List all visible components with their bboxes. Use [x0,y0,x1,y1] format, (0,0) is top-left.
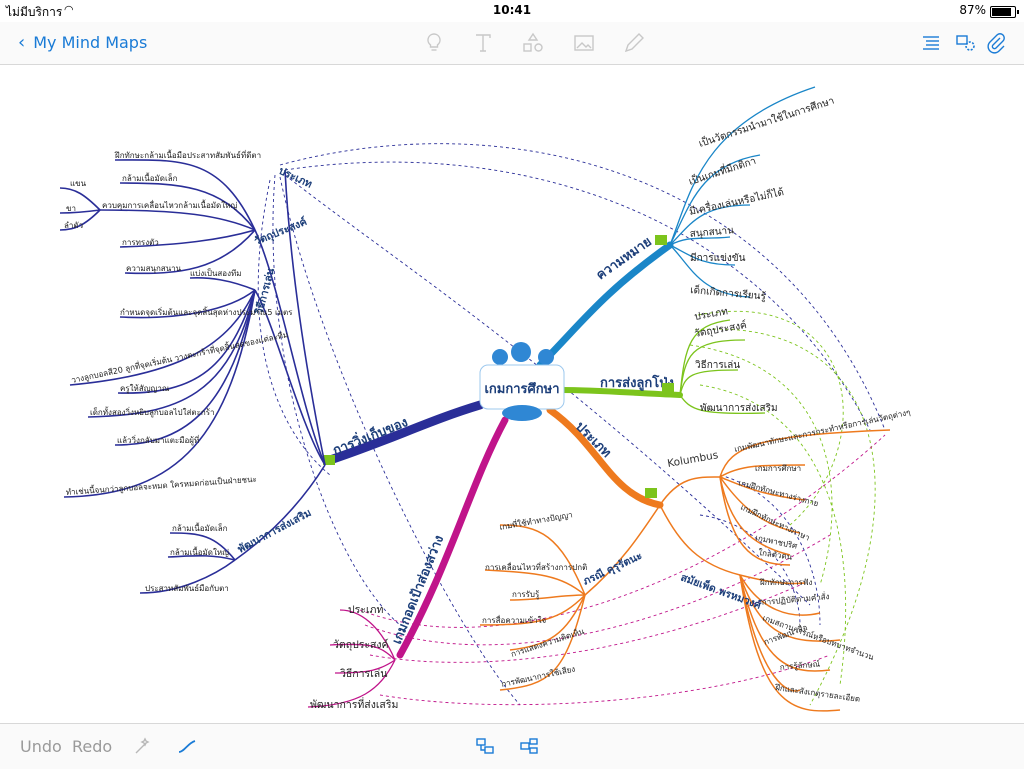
promotion-item: พัฒนาการส่งเสริม [700,403,778,414]
back-label: My Mind Maps [33,33,148,52]
promotion-item: วิธีการเล่น [695,359,741,371]
columbus-item: เกมการศึกษา [755,464,801,473]
clock: 10:41 [492,3,532,17]
branch-promotion[interactable]: การส่งลูกโป่ง ประเภท วัตถุประสงค์ วิธีกา… [600,306,778,415]
chevron-left-icon: ‹ [18,32,26,53]
walk-item: วัตถุประสงค์ [333,638,389,651]
center-node[interactable]: เกมการศึกษา [479,342,565,421]
center-label: เกมการศึกษา [484,381,559,397]
branch-types[interactable]: ประเภท Kolumbus สมัยเ [479,408,911,712]
navigation-bar: ‹ My Mind Maps [0,22,1024,65]
method-item: วางลูกบอลสี20 ลูกที่จุดเริ่มต้น วางตะกร้… [70,328,289,386]
outline-icon[interactable] [919,31,943,55]
walk-item: วิธีการเล่น [340,667,388,680]
branch-label: เกมกอดเป้าส่องสว่าง [389,533,447,647]
note-icon [323,455,335,465]
note-icon [655,235,667,245]
bhatra-node: ภรณี คุรุรัตนะ [581,549,645,589]
branch-label: การส่งลูกโป่ง [600,374,674,391]
branch-meaning[interactable]: ความหมาย เป็นวัตกรรมนำมาใช้ในการศึกษา เป… [594,86,836,303]
bhatra-item: การสื่อความเข้าใจ [482,614,547,625]
wifi-icon: ◠ [64,3,74,16]
objective-item: การทรงตัว [122,238,159,247]
settings-icon[interactable] [954,31,978,55]
collect-sub: พัฒนาการส่งเสริม [236,507,314,556]
bhatra-item: เกมที่ใช้ทำทางปัญญา [498,508,573,532]
develop-item: ประสาทสัมพันธ์มือกับตา [145,583,229,593]
objective-item: ควบคุมการเคลื่อนไหวกล้ามเนื้อมัดใหญ่ [102,199,237,210]
bottom-toolbar: Undo Redo [0,723,1024,769]
branch-collect[interactable]: การวิ่งเก็บของ ประเภ [59,149,410,594]
collect-sub: ประเภท [277,165,314,191]
objective-leaf: แขน [70,179,87,188]
battery-icon [990,6,1019,18]
columbus-item: เกมฝึกทักษะทางร่างกาย [737,478,819,508]
branch-walk[interactable]: เกมกอดเป้าส่องสว่าง ประเภท วัตถุประสงค์ … [307,533,447,711]
objective-item: ฝึกทักษะกล้ามเนื้อมือประสาทสัมพันธ์ที่ดี… [114,149,261,160]
bhatra-item: การพัฒนาการใช้เสียง [501,664,577,688]
redo-button[interactable]: Redo [72,737,113,756]
magic-wand-icon[interactable] [132,735,154,757]
pencil-icon[interactable] [622,31,646,55]
meaning-item: สนุกสนาน [689,225,734,240]
meaning-item: มีการแข่งขัน [690,252,746,264]
carrier-label: ไม่มีบริการ [6,5,63,19]
paperclip-icon[interactable] [984,31,1008,55]
note-icon [662,383,674,393]
branch-label: ความหมาย [594,234,655,283]
add-subtopic-icon[interactable] [474,735,496,757]
method-item: เด็กทั้งสองวิ่งหยิบลูกบอลไปใส่ตะกร้า [90,406,215,418]
lightbulb-icon[interactable] [422,31,446,55]
image-icon[interactable] [572,31,596,55]
method-item: ครูให้สัญญาณ [120,384,170,394]
method-item: แบ่งเป็นสองทีม [190,268,242,278]
undo-button[interactable]: Undo [20,737,62,756]
mind-map-canvas[interactable]: เกมการศึกษา ความหมาย เป็นวัตกรรมนำมาใช้ใ… [0,65,1024,723]
saiyud-item: ฝึกทักษะการฟัง [759,578,813,587]
objective-leaf: ลำตัว [64,221,83,230]
bhatra-item: การรับรู้ [512,590,540,600]
walk-item: ประเภท [348,604,383,616]
objective-item: ความสนุกสนาน [126,264,182,273]
objective-leaf: ขา [66,204,76,213]
bhatra-item: การแสดงความคิดเห็น [510,626,586,659]
note-icon [645,488,657,498]
method-item: แล้ววิ่งกลับมาแตะมือผู้ที่ [117,434,199,446]
collect-sub: วัตถุประสงค์ [252,215,309,249]
objective-item: กล้ามเนื้อมัดเล็ก [122,172,178,183]
status-bar: ไม่มีบริการ ◠ 10:41 87% [0,0,1024,22]
battery-percent: 87% [959,3,986,17]
columbus-node: Kolumbus [666,449,719,470]
add-topic-icon[interactable] [518,735,540,757]
develop-item: กล้ามเนื้อมัดเล็ก [172,522,228,533]
saiyud-item: การปฏิบัติตามคำสั่ง [761,590,830,607]
develop-item: กล้ามเนื้อมัดใหญ่ [170,546,229,557]
bhatra-item: การเคลื่อนไหวที่สร้างการปกติ [485,561,587,572]
meaning-item: เป็นเกมที่มีกติกา [687,153,758,188]
relationship-icon[interactable] [176,735,198,757]
walk-item: พัฒนาการที่ส่งเสริม [310,697,398,711]
text-icon[interactable] [471,31,495,55]
meaning-item: เป็นวัตกรรมนำมาใช้ในการศึกษา [697,93,836,150]
back-button[interactable]: ‹ My Mind Maps [18,32,147,53]
shapes-icon[interactable] [521,31,545,55]
method-item: ทำเช่นนี้จนกว่าลูกบอลจะหมด ใครหมดก่อนเป็… [65,473,257,498]
method-item: กำหนดจุดเริ่มต้นและจุดสิ้นสุดห่างประมาณ5… [120,306,293,317]
meaning-item: มีเครื่องเล่นหรือไม่ก็ได้ [688,184,785,218]
